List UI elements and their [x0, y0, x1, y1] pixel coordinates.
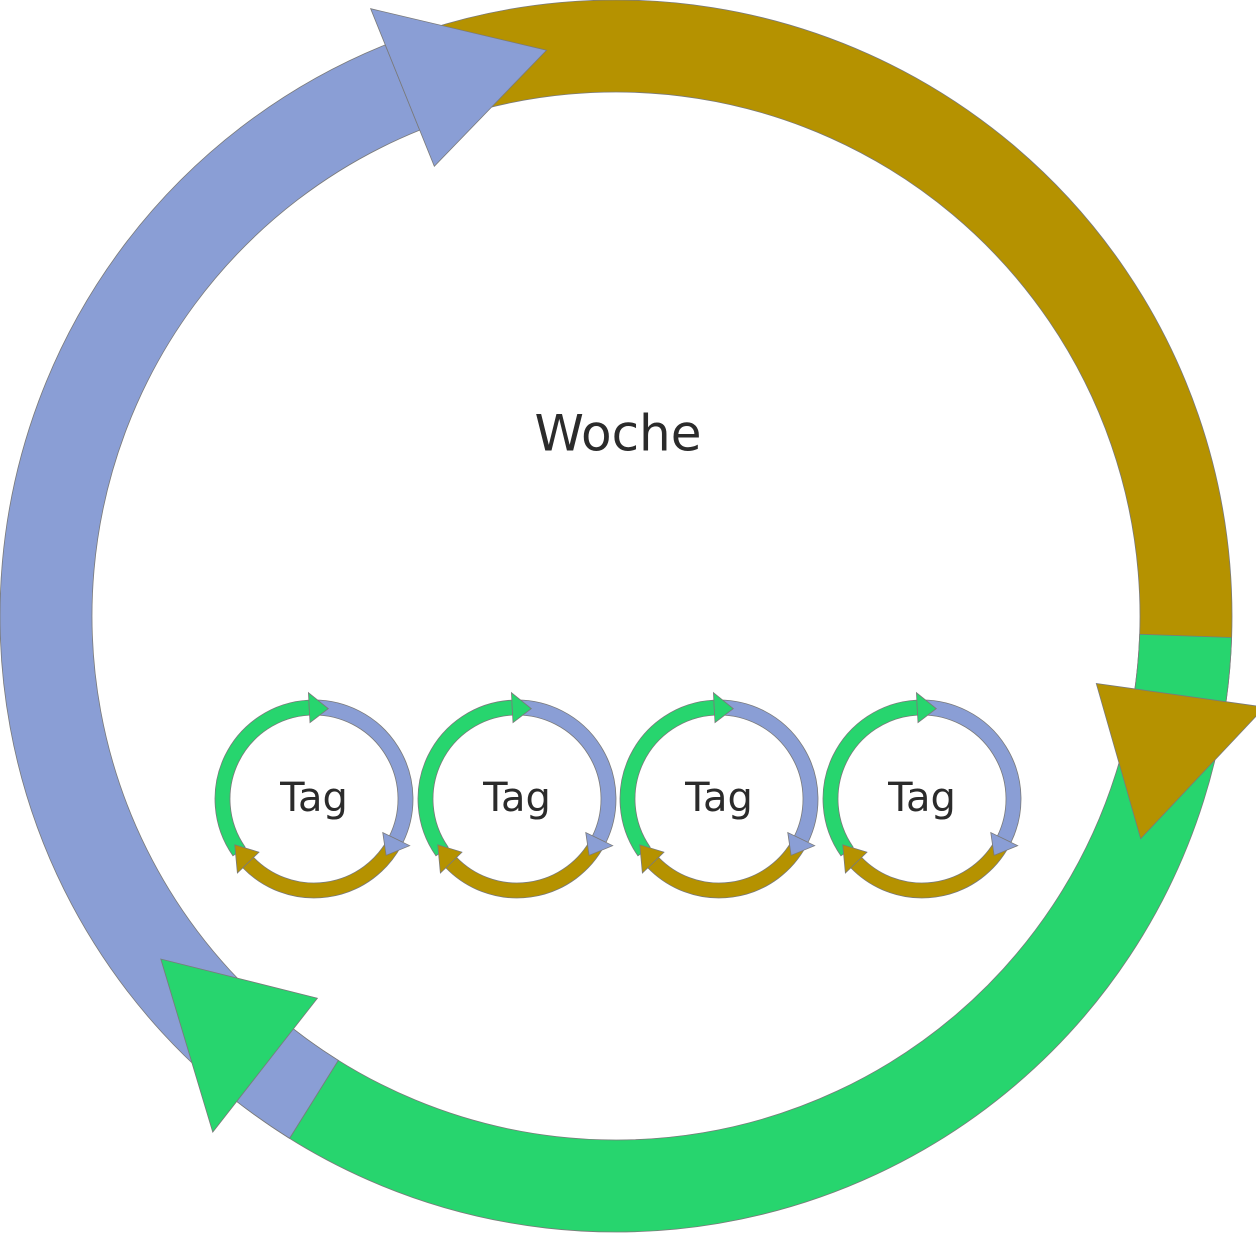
- day-4-green-arrowhead-icon: [915, 691, 937, 724]
- day-label-4: Tag: [887, 775, 956, 821]
- week-blue-arc: [0, 44, 421, 1139]
- week-label: Woche: [534, 405, 701, 463]
- day-label-1: Tag: [279, 775, 348, 821]
- day-2-gold-arrowhead-icon: [437, 844, 463, 874]
- day-3-gold-arrowhead-icon: [639, 844, 665, 874]
- day-1-green-arrowhead-icon: [307, 691, 329, 724]
- week-gold-arrowhead-icon: [1095, 683, 1256, 840]
- day-4-blue-arrowhead-icon: [990, 831, 1019, 856]
- day-4-blue-arc: [921, 699, 1022, 843]
- day-4-gold-arc: [850, 837, 1010, 899]
- day-3-green-arrowhead-icon: [712, 691, 734, 724]
- day-3-blue-arrowhead-icon: [787, 831, 816, 856]
- day-2-blue-arc: [516, 699, 617, 843]
- day-label-2: Tag: [482, 775, 551, 821]
- day-label-3: Tag: [684, 775, 753, 821]
- day-1-blue-arc: [313, 699, 414, 843]
- day-3-blue-arc: [718, 699, 819, 843]
- day-2-green-arrowhead-icon: [510, 691, 532, 724]
- day-1-gold-arc: [242, 837, 402, 899]
- day-3-gold-arc: [647, 837, 807, 899]
- day-2-gold-arc: [445, 837, 605, 899]
- day-4-gold-arrowhead-icon: [842, 844, 868, 874]
- week-green-arc: [236, 633, 1233, 1233]
- week-gold-arc: [425, 0, 1233, 703]
- day-1-blue-arrowhead-icon: [382, 831, 411, 856]
- day-2-blue-arrowhead-icon: [585, 831, 614, 856]
- day-1-gold-arrowhead-icon: [234, 844, 260, 874]
- week-green-arrowhead-icon: [160, 958, 319, 1134]
- week-blue-arrowhead-icon: [369, 8, 548, 168]
